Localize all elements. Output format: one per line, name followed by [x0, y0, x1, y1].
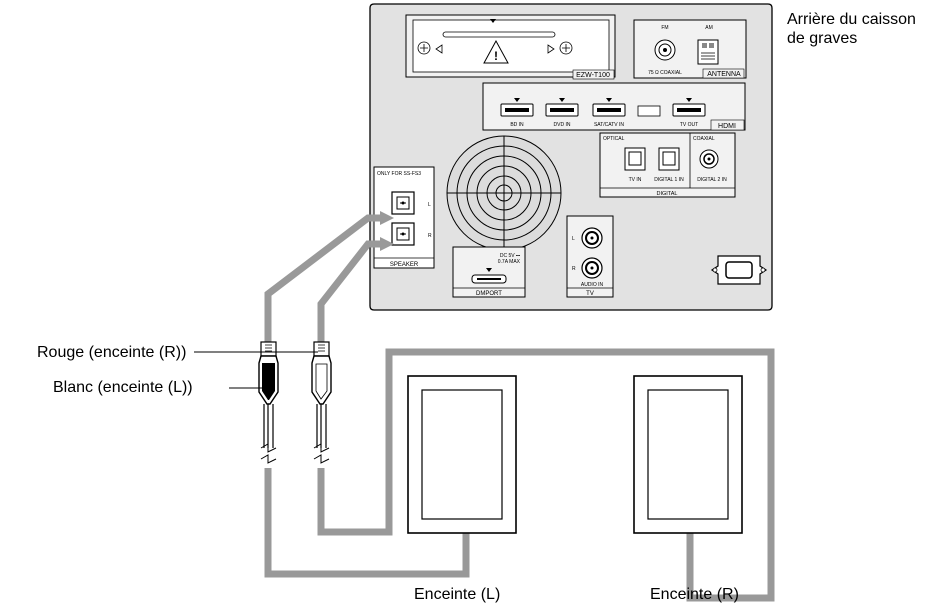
plug-white-l: [258, 341, 279, 464]
ezw-label: EZW-T100: [576, 72, 610, 79]
power-inlet: [710, 255, 768, 285]
digital-label: DIGITAL: [657, 191, 678, 197]
arrow-terminal-r: [380, 237, 394, 251]
cable-to-speaker-terminal-l: [264, 214, 383, 342]
hdmi-port: TV OUT: [672, 98, 706, 128]
am-label: AM: [705, 25, 713, 31]
speaker-l-label: L: [428, 202, 431, 208]
dc-label-2: 0.7A MAX: [498, 259, 521, 265]
callout-white-label: Blanc (enceinte (L)): [53, 379, 193, 396]
tv-in-label: TV IN: [629, 177, 642, 183]
audio-in-label: AUDIO IN: [581, 282, 604, 288]
coaxial-75-label: 75 Ω COAXIAL: [648, 70, 682, 76]
subwoofer-rear-panel: ! EZW-T100 FM AM 75 Ω COAXIAL ANTENNA: [369, 3, 773, 311]
hdmi-port-label: TV OUT: [680, 122, 698, 128]
speaker-label: SPEAKER: [390, 262, 419, 268]
hdmi-port-label: DVD IN: [554, 122, 571, 128]
callout-red-label: Rouge (enceinte (R)): [37, 344, 187, 361]
speaker-left-label: Enceinte (L): [414, 586, 501, 603]
dc-label-1: DC 5V ⎓: [500, 253, 520, 259]
hdmi-port: DVD IN: [545, 98, 579, 128]
subwoofer-rear-title-line2: de graves: [787, 30, 858, 47]
dmport-label: DMPORT: [476, 291, 502, 297]
subwoofer-rear-title-line1: Arrière du caisson: [787, 11, 916, 28]
hdmi-port-label: SAT/CATV IN: [594, 122, 624, 128]
cable-to-speaker-terminal-r: [317, 240, 383, 342]
cables: [264, 214, 775, 602]
fan-grille: [446, 135, 562, 251]
digital-block: OPTICAL COAXIAL TV IN DIGITAL 1 IN DIGIT…: [599, 132, 736, 198]
only-for-label: ONLY FOR SS-FS3: [377, 171, 421, 177]
ezw-slot: ! EZW-T100: [405, 14, 616, 80]
tv-l-label: L: [572, 236, 575, 242]
speaker-right-label: Enceinte (R): [650, 586, 739, 603]
cable-to-right-speaker: [317, 348, 775, 602]
hdmi-block: BD IN DVD IN SAT/CATV IN TV OUT: [482, 82, 746, 131]
optical-label: OPTICAL: [603, 136, 625, 142]
hdmi-label: HDMI: [718, 123, 736, 130]
digital2-label: DIGITAL 2 IN: [697, 177, 727, 183]
antenna-block: FM AM 75 Ω COAXIAL ANTENNA: [633, 19, 747, 79]
fm-label: FM: [661, 25, 668, 31]
plug-red-r: [311, 341, 332, 464]
hdmi-port-label: BD IN: [510, 122, 524, 128]
digital1-label: DIGITAL 1 IN: [654, 177, 684, 183]
tv-audio-block: L R AUDIO IN TV: [566, 215, 614, 298]
hdmi-port: BD IN: [500, 98, 534, 128]
dmport-block: DC 5V ⎓ 0.7A MAX DMPORT: [452, 246, 526, 298]
arrow-terminal-l: [380, 211, 394, 225]
coaxial-label: COAXIAL: [693, 136, 715, 142]
tv-r-label: R: [572, 266, 576, 272]
cable-to-left-speaker: [264, 468, 470, 578]
speaker-r-label: R: [428, 233, 432, 239]
svg-text:!: !: [494, 49, 498, 63]
hdmi-port: SAT/CATV IN: [592, 98, 626, 128]
speaker-right: [633, 375, 743, 534]
tv-label: TV: [586, 291, 594, 297]
antenna-label: ANTENNA: [707, 71, 741, 78]
speaker-left: [407, 375, 517, 534]
